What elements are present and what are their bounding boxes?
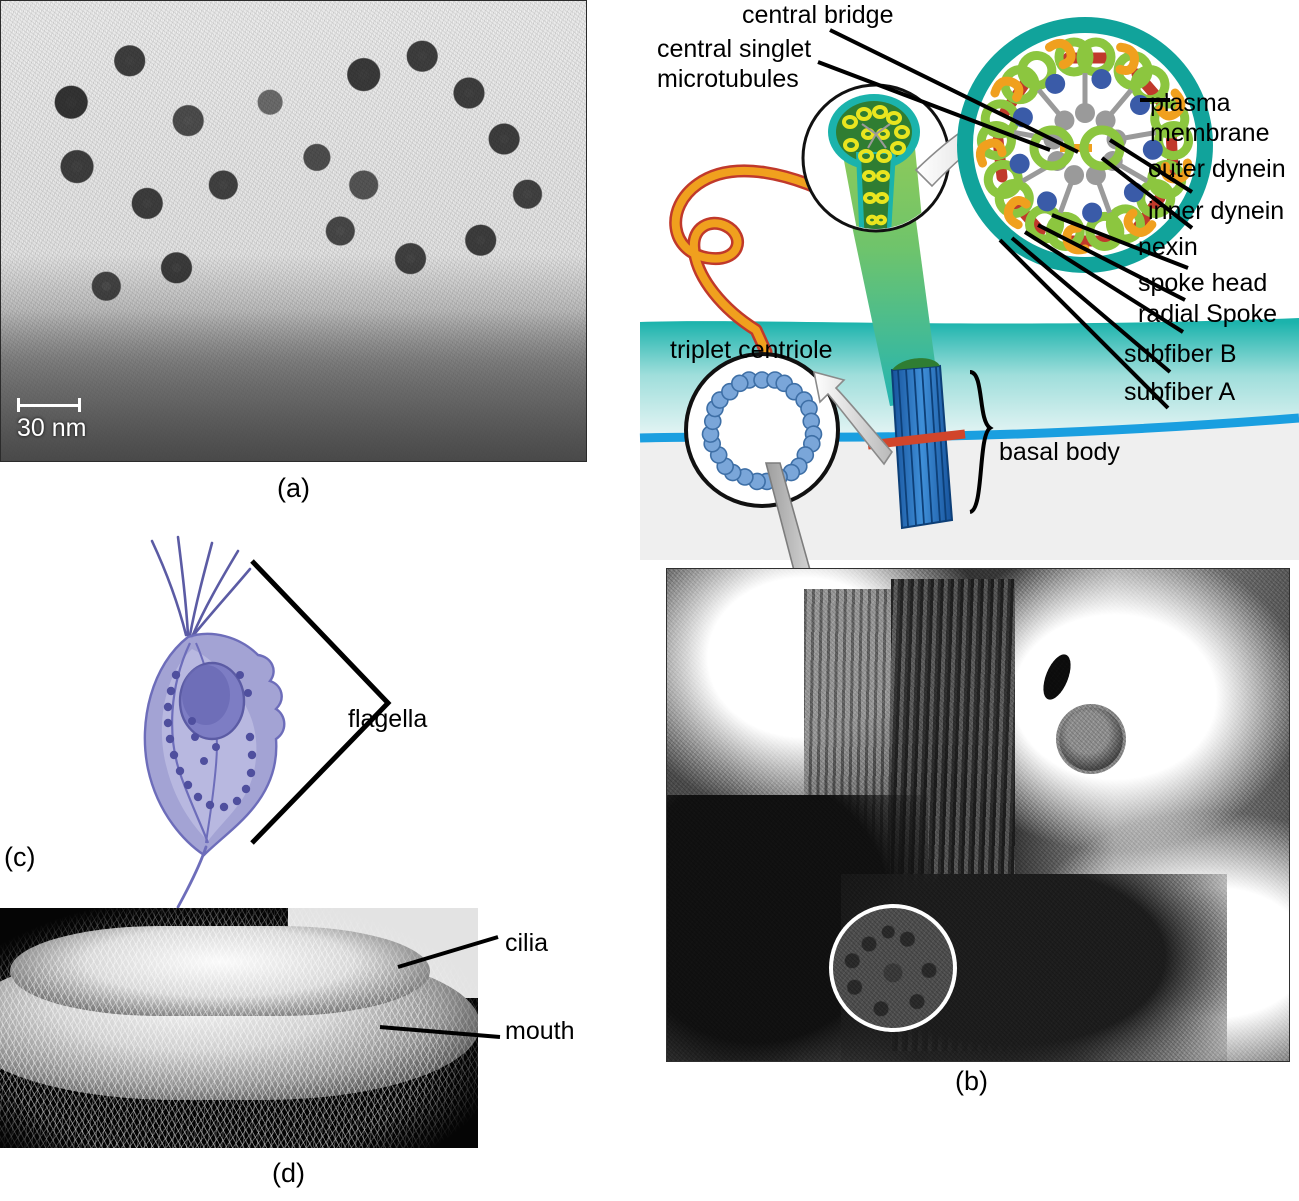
label-basal-body: basal body: [999, 438, 1120, 466]
scale-bar-label: 30 nm: [17, 414, 87, 442]
paramecium-oral-groove: [10, 926, 430, 1016]
centriole-triplets: [701, 371, 823, 491]
label-central-bridge: central bridge: [742, 1, 894, 29]
panel-c-svg: [143, 535, 392, 909]
panel-d-label-cilia: cilia: [505, 929, 549, 957]
label-central-singlet-microtubules: central singlet microtubules: [657, 34, 811, 94]
panel-b-vesicle: [1058, 706, 1123, 771]
basal-body: [867, 358, 966, 530]
posterior-flagellum: [176, 845, 208, 909]
panel-c-label-flagella: flagella: [348, 705, 428, 733]
magnify-arrow-bottom: [812, 370, 894, 466]
label-triplet-centriole: triplet centriole: [670, 336, 833, 364]
triplet-centriole-inset: [684, 352, 840, 508]
label-inner-dynein: inner dynein: [1148, 197, 1285, 225]
panel-b-grain-texture: [667, 569, 1289, 1061]
panel-b-diagram: [639, 0, 1299, 560]
label-radial-spoke: radial Spoke: [1138, 300, 1277, 328]
panel-d-label-mouth: mouth: [505, 1017, 575, 1045]
flagella-bracket: [250, 559, 392, 845]
label-nexin: nexin: [1138, 233, 1198, 261]
label-subfiber-a: subfiber A: [1124, 378, 1236, 406]
panel-c-caption: (c): [4, 842, 36, 872]
label-subfiber-b: subfiber B: [1124, 340, 1237, 368]
granules: [163, 670, 257, 812]
label-spoke-head: spoke head: [1138, 269, 1268, 297]
anterior-flagella: [150, 535, 252, 639]
flagellate-cell: [143, 535, 286, 909]
tip-doublets: [842, 105, 910, 226]
panel-a-bottom-haze: [1, 311, 586, 461]
panel-a-micrograph: 30 nm: [0, 0, 587, 462]
basal-body-striations: [897, 366, 947, 527]
panel-c-illustration: [100, 525, 520, 909]
panel-d-micrograph: [0, 908, 478, 1148]
panel-d-leader-lines: [379, 935, 501, 1039]
scale-bar-rule: [17, 398, 81, 412]
label-outer-dynein: outer dynein: [1148, 155, 1286, 183]
inner-dynein-arms: [1009, 69, 1163, 223]
panel-d-caption: (d): [272, 1158, 305, 1188]
panel-b-micrograph: [666, 568, 1290, 1062]
flagellum-tip-inset: [801, 83, 951, 233]
leader-lines-top: [817, 28, 1194, 410]
label-plasma-membrane-line2: membrane: [1150, 119, 1270, 147]
panel-b-diagram-svg: [639, 17, 1299, 560]
nucleus-inner: [182, 665, 230, 725]
label-plasma-membrane-line1: plasma: [1150, 89, 1231, 117]
panel-b-caption: (b): [955, 1066, 988, 1096]
label-central-singlet-line2: microtubules: [657, 65, 799, 93]
basal-body-brace: [968, 370, 994, 514]
panel-a-caption: (a): [277, 473, 310, 503]
label-plasma-membrane: plasma membrane: [1150, 88, 1270, 148]
free-flagellum: [669, 164, 861, 407]
panel-b-centriole-circle: [828, 903, 957, 1032]
label-central-singlet-line1: central singlet: [657, 35, 812, 63]
scale-bar: 30 nm: [17, 398, 86, 443]
